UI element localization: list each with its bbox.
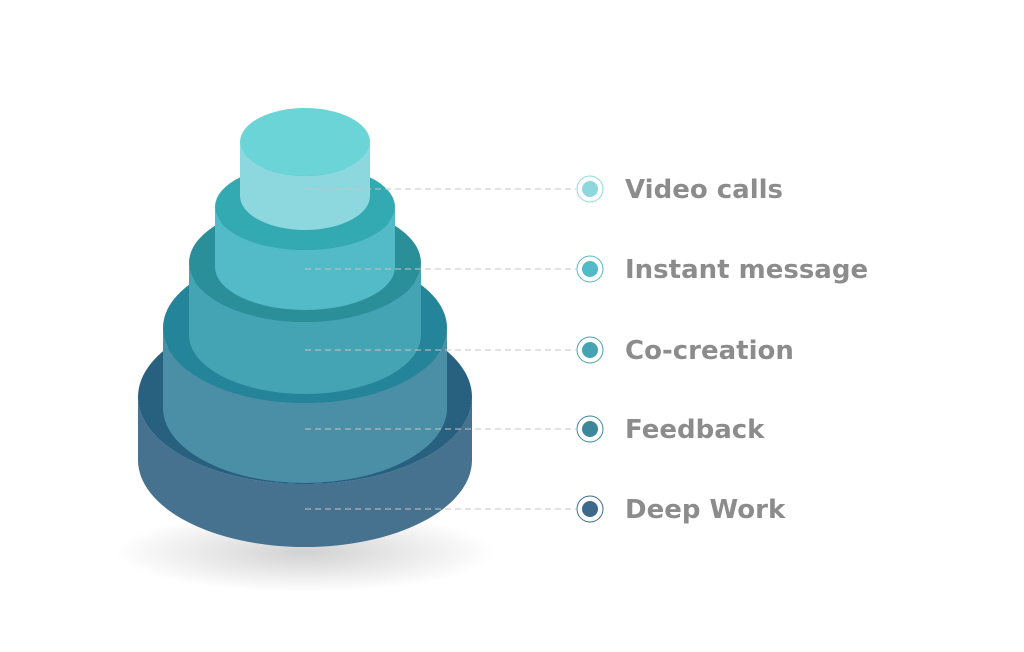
tier-side-instant-message bbox=[215, 207, 395, 310]
marker-co-creation bbox=[576, 336, 604, 364]
marker-feedback bbox=[576, 415, 604, 443]
label-video-calls: Video calls bbox=[625, 175, 783, 205]
marker-instant-message bbox=[576, 255, 604, 283]
marker-dot bbox=[582, 421, 598, 437]
label-co-creation: Co-creation bbox=[625, 336, 794, 366]
tier-side-co-creation bbox=[189, 263, 421, 394]
tier-top-video-calls bbox=[240, 108, 370, 176]
leader-lines bbox=[305, 188, 576, 510]
marker-dot bbox=[582, 501, 598, 517]
marker-dot bbox=[582, 342, 598, 358]
tier-side-video-calls bbox=[240, 142, 370, 230]
tier-side-feedback bbox=[163, 328, 447, 483]
label-deep-work: Deep Work bbox=[625, 495, 786, 525]
marker-video-calls bbox=[576, 175, 604, 203]
marker-dot bbox=[582, 261, 598, 277]
tier-video-calls bbox=[240, 108, 370, 230]
label-feedback: Feedback bbox=[625, 415, 765, 445]
base-shadow bbox=[115, 512, 495, 592]
marker-dot bbox=[582, 181, 598, 197]
marker-deep-work bbox=[576, 495, 604, 523]
label-instant-message: Instant message bbox=[625, 255, 868, 285]
